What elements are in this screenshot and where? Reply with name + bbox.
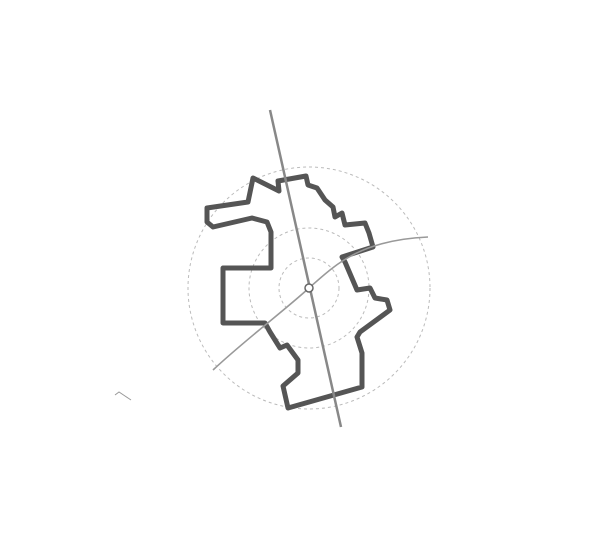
outer-ring (187, 166, 431, 410)
axis-line (268, 109, 343, 428)
boundary-outline (204, 173, 393, 411)
inner-ring (278, 257, 340, 319)
stray-mark (114, 391, 132, 401)
center-marker (304, 283, 314, 293)
curved-path (212, 236, 429, 371)
